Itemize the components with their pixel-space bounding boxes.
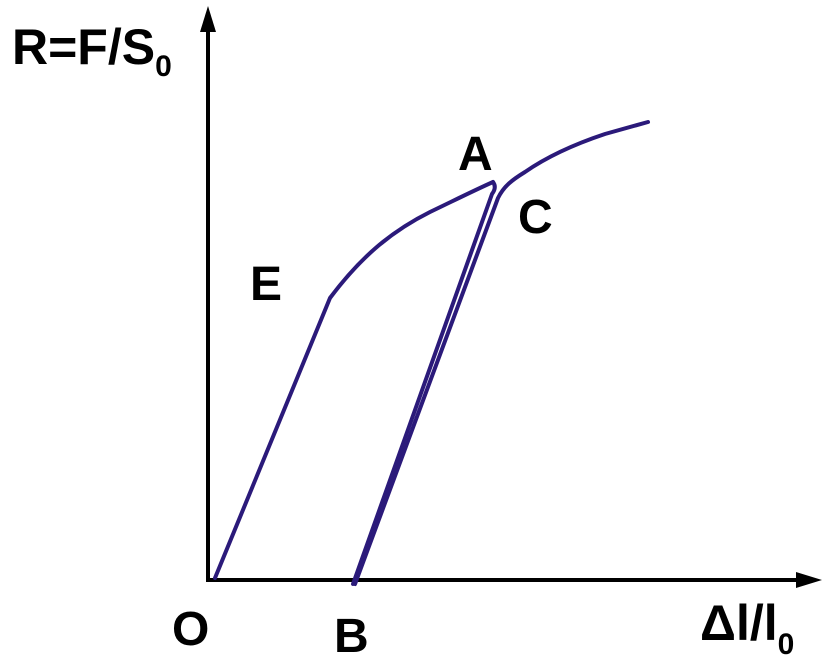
reloading-curve-b-c	[353, 120, 650, 586]
y-axis-label: R=F/S0	[12, 19, 172, 83]
y-axis-arrowhead	[200, 6, 216, 32]
point-label-b: B	[334, 610, 369, 659]
loading-curve-o-e-a	[213, 180, 495, 580]
x-axis-arrowhead	[796, 572, 822, 588]
point-label-c: C	[518, 191, 553, 244]
point-label-origin: O	[172, 603, 209, 656]
x-axis-label-subscript: 0	[778, 628, 795, 659]
unloading-line-a-b	[351, 180, 497, 586]
point-label-e: E	[250, 258, 282, 311]
y-axis-label-subscript: 0	[155, 50, 172, 83]
x-axis-label: Δl/l0	[700, 595, 794, 659]
point-label-a: A	[458, 128, 493, 181]
